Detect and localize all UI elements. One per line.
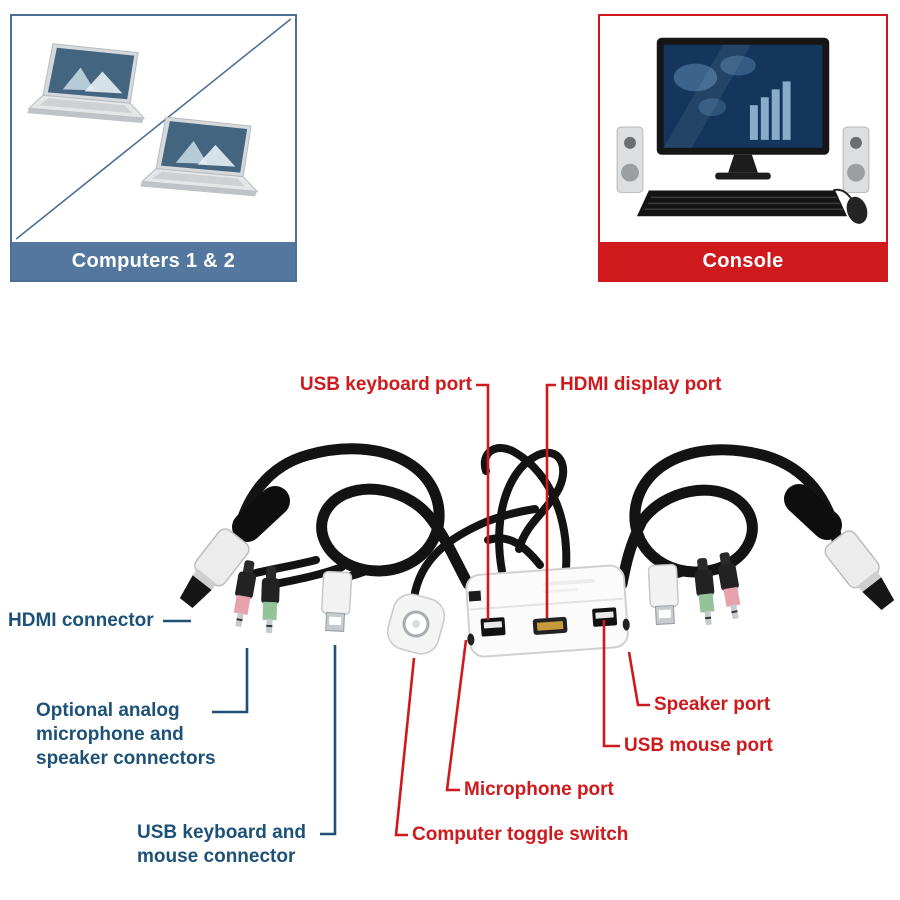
computers-caption: Computers 1 & 2 (12, 242, 295, 280)
microphone-jack-left (233, 560, 257, 628)
laptop-1-icon (27, 43, 146, 124)
speaker-port (622, 618, 630, 631)
diagonal-divider (15, 18, 292, 240)
kvm-switch-body (465, 564, 630, 658)
leader-usb-keyboard-mouse (320, 645, 337, 836)
cables (231, 443, 843, 602)
laptop-2-icon (140, 116, 259, 197)
leader-speaker-port (627, 651, 650, 707)
monitor-icon (656, 37, 830, 180)
toggle-switch-remote (386, 593, 446, 655)
leader-hdmi-display-port (545, 383, 556, 618)
microphone-port (467, 633, 475, 646)
callout-usb-keyboard-port: USB keyboard port (299, 374, 472, 395)
speaker-right-icon (842, 126, 870, 193)
usb-mouse-port (592, 607, 618, 627)
usb-connector-left (321, 570, 353, 632)
usb-connector-right (647, 563, 679, 625)
leader-usb-keyboard-port (476, 383, 490, 620)
microphone-jack-right (717, 552, 741, 620)
callout-microphone-port: Microphone port (464, 779, 614, 800)
leader-lines (163, 383, 650, 837)
computers-panel: Computers 1 & 2 (10, 14, 297, 282)
console-panel: Console (598, 14, 888, 282)
callout-computer-toggle-switch: Computer toggle switch (412, 824, 629, 845)
console-art (616, 37, 870, 224)
callout-optional-analog: Optional analog microphone and speaker c… (36, 700, 216, 769)
speaker-jack-right (694, 557, 715, 626)
callout-usb-mouse-port: USB mouse port (624, 735, 773, 756)
mouse-icon (832, 188, 868, 224)
leader-microphone-port (445, 639, 468, 792)
callout-hdmi-connector: HDMI connector (8, 610, 154, 631)
mini-usb-power-port (468, 590, 482, 602)
console-illustration (600, 16, 886, 242)
hdmi-display-port (532, 616, 568, 635)
callout-usb-keyboard-mouse: USB keyboard and mouse connector (137, 822, 306, 867)
speaker-jack-left (261, 565, 280, 634)
leader-usb-mouse-port (602, 620, 620, 748)
leader-computer-toggle-switch (394, 657, 416, 837)
computers-art (15, 18, 292, 240)
speaker-left-icon (616, 126, 644, 193)
callout-speaker-port: Speaker port (654, 694, 771, 715)
keyboard-icon (636, 190, 848, 217)
console-caption: Console (600, 242, 886, 280)
hdmi-connector-right (824, 530, 895, 611)
computers-illustration (12, 16, 295, 242)
hdmi-connector-left (179, 528, 250, 609)
ferrite-bead-right (784, 484, 842, 540)
usb-keyboard-port (480, 617, 506, 637)
ferrite-bead-left (232, 486, 290, 542)
callout-hdmi-display-port: HDMI display port (560, 374, 722, 395)
